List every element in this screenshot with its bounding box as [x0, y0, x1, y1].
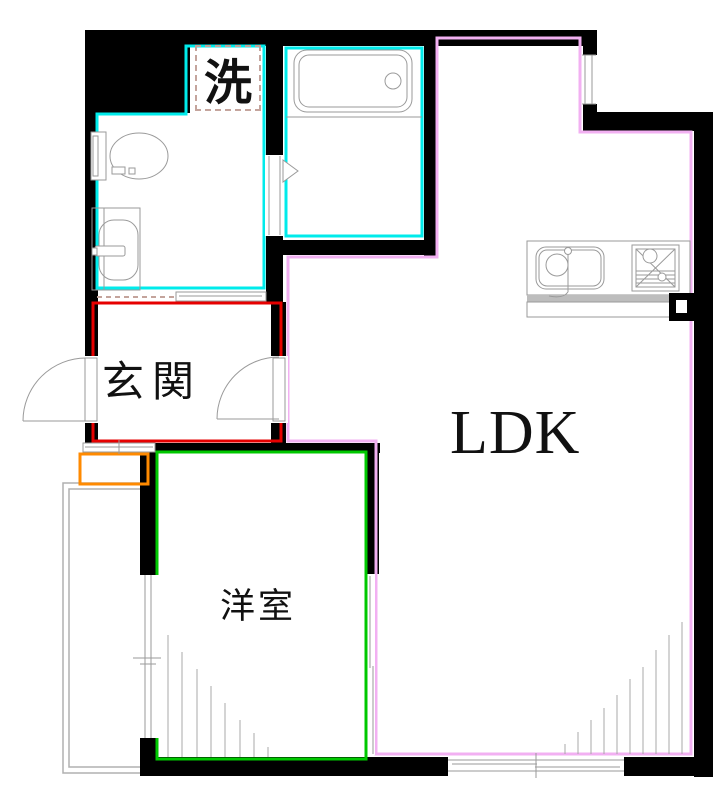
entrance-step	[82, 440, 156, 454]
laundry-label: 洗	[203, 57, 252, 110]
entrance-ldk-door	[272, 357, 286, 422]
doors	[22, 155, 375, 755]
wall	[266, 44, 283, 155]
entrance-door	[84, 357, 98, 422]
kitchen-sink	[535, 246, 605, 298]
wall	[694, 112, 713, 777]
bathtub	[286, 49, 422, 118]
washing-machine-space: 洗	[195, 45, 261, 111]
sanitary-room-outline	[95, 44, 266, 290]
hatch-lines	[167, 622, 683, 757]
ldk-label: LDK	[450, 399, 581, 467]
wall	[424, 30, 437, 256]
toilet	[90, 131, 169, 181]
fixtures	[90, 49, 694, 321]
wall	[140, 757, 448, 776]
wall	[85, 30, 597, 46]
gas-stove	[631, 244, 680, 292]
entrance-label: 玄関	[102, 360, 203, 406]
bathroom-door	[282, 159, 299, 183]
bathroom-outline	[284, 46, 424, 238]
washbasin	[91, 207, 141, 291]
walls	[85, 30, 713, 777]
wall	[140, 443, 158, 577]
wall	[583, 112, 713, 131]
shoe-cabinet	[78, 452, 150, 486]
wall	[140, 736, 158, 761]
wall	[271, 302, 286, 359]
western-room-label: 洋室	[220, 587, 297, 626]
wall	[85, 30, 190, 113]
windows	[133, 54, 624, 778]
entrance-ldk-door-swing	[216, 356, 280, 420]
wall	[150, 443, 380, 453]
entrance-door-swing	[22, 357, 87, 422]
wall	[624, 757, 713, 776]
pipe-space	[669, 293, 694, 321]
ldk-outline	[286, 36, 693, 756]
wall	[266, 240, 437, 255]
